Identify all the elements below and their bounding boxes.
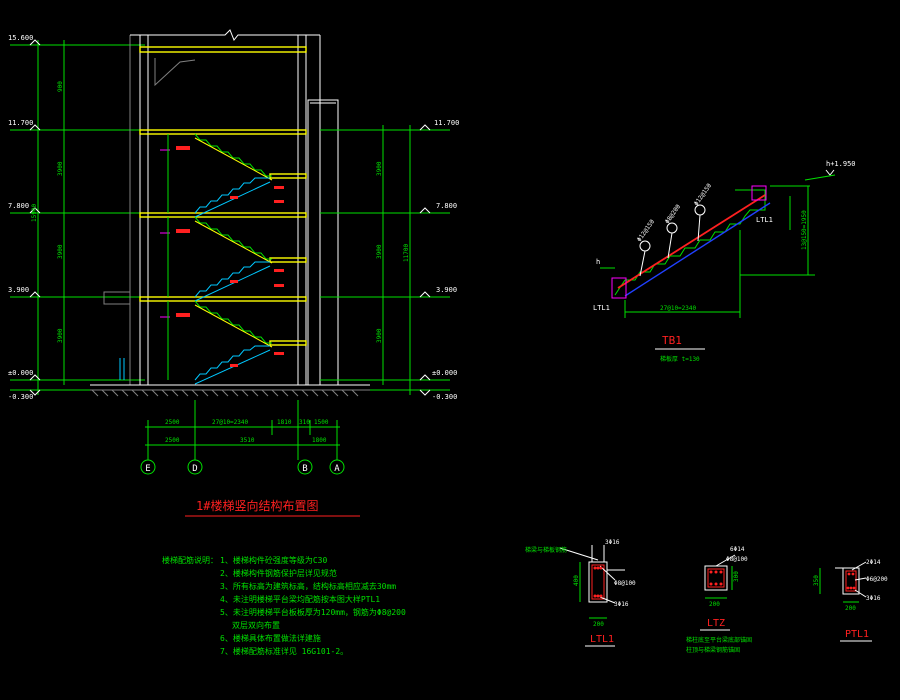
ptl1-height: 350: [813, 575, 820, 586]
ptl1-rebar-dots: [846, 572, 856, 590]
dim-left-3900-b: 3900: [57, 244, 64, 259]
elev-right-0000: ±0.000: [432, 369, 457, 377]
elev-right-neg300: -0.300: [432, 393, 457, 401]
ltl1-bottom-bar: 3Φ16: [614, 601, 629, 608]
elev-right-7800: 7.800: [436, 202, 457, 210]
ptl1-bottom-bar: 3Φ16: [866, 595, 881, 602]
ltz-detail: [704, 554, 736, 599]
right-elevation-marks: [419, 124, 431, 396]
tb1-run-dim: 27@10=2340: [660, 305, 697, 312]
stair-flights: [194, 133, 273, 385]
dim-bottom2-3510: 3510: [240, 437, 255, 444]
dim-bottom-1810: 1810: [277, 419, 292, 426]
elev-left-3900: 3.900: [8, 286, 29, 294]
elev-left-15600: 15.600: [8, 34, 33, 42]
ptl1-detail: [819, 561, 867, 603]
ltz-note-1: 梯柱底至平台梁底部锚固: [686, 636, 752, 644]
elev-left-7800: 7.800: [8, 202, 29, 210]
building-structure: [103, 29, 339, 386]
right-dimension-lines: [320, 125, 450, 395]
axis-b-label: B: [302, 464, 307, 474]
ltl1-width: 200: [593, 621, 604, 628]
dim-left-3900-a: 3900: [57, 161, 64, 176]
dim-right-total: 11700: [403, 244, 410, 262]
dim-bottom-1500: 1500: [314, 419, 329, 426]
elev-left-11700: 11.700: [8, 119, 33, 127]
axis-e-label: E: [145, 464, 150, 474]
dim-right-3900-b: 3900: [376, 244, 383, 259]
dim-left-3900-c: 3900: [57, 328, 64, 343]
notes-heading: 楼梯配筋说明：: [162, 555, 218, 565]
ltz-rebar-dots: [709, 570, 723, 586]
notes-item-7: 7、楼梯配筋标准详见 16G101-2。: [220, 646, 348, 656]
ltz-height: 300: [733, 571, 740, 582]
axis-d-label: D: [192, 464, 197, 474]
tb1-rebar-3: Φ12@150: [693, 182, 713, 207]
tb1-ltl-right: LTL1: [756, 216, 773, 224]
ptl1-stirrup: Φ6@200: [866, 576, 888, 583]
ltz-stirrup: Φ8@100: [726, 556, 748, 563]
ground-line: [90, 384, 370, 397]
notes-item-6: 6、楼梯具体布置做法详建施: [220, 633, 321, 643]
ltl1-label-top: 梯梁与梯板钢筋: [525, 546, 567, 554]
dim-bottom-2500: 2500: [165, 419, 180, 426]
tb1-subtitle: 梯板厚 t=130: [660, 355, 700, 363]
tb1-level: h+1.950: [826, 160, 856, 168]
beam-markers: [176, 146, 284, 367]
dim-left-total: 15900: [31, 204, 38, 222]
ltl1-stirrup: Φ8@100: [614, 580, 636, 587]
elev-left-neg300: -0.300: [8, 393, 33, 401]
notes-item-2: 2、楼梯构件钢筋保护层详见规范: [220, 568, 337, 578]
floor-slabs: [139, 46, 307, 346]
notes-item-5b: 双层双向布置: [232, 620, 280, 630]
ptl1-width: 200: [845, 605, 856, 612]
dim-bottom-310: 310: [299, 419, 310, 426]
notes-item-1: 1、楼梯构件砼强度等级为C30: [220, 555, 327, 565]
ltl1-title: LTL1: [590, 634, 614, 645]
left-elevation-marks: [29, 39, 41, 396]
main-title: 1#楼梯竖向结构布置图: [196, 498, 318, 513]
ltz-note-2: 柱顶与梯梁钢筋锚固: [686, 646, 740, 654]
dim-left-900: 900: [57, 81, 64, 92]
dim-bottom-run: 27@10=2340: [212, 419, 249, 426]
dim-bottom2-1800: 1800: [312, 437, 327, 444]
axis-a-label: A: [334, 464, 340, 474]
tb1-h: h: [596, 258, 600, 266]
bottom-dimension-lines: [145, 400, 340, 460]
ltl1-detail: [559, 545, 625, 619]
ltl1-height: 400: [573, 575, 580, 586]
ptl1-top-bar: 2Φ14: [866, 559, 881, 566]
elev-right-11700: 11.700: [434, 119, 459, 127]
ltl1-rebar-dots: [593, 566, 603, 598]
ltz-top-bar: 6Φ14: [730, 546, 745, 553]
ptl1-title: PTL1: [845, 629, 869, 640]
elev-right-3900: 3.900: [436, 286, 457, 294]
tb1-ltl-left: LTL1: [593, 304, 610, 312]
ltz-title: LTZ: [707, 618, 725, 629]
tb1-rebar-2: Φ8@200: [664, 203, 682, 225]
ltz-width: 200: [709, 601, 720, 608]
notes-item-5: 5、未注明楼梯平台板板厚为120mm，钢筋为Φ8@200: [220, 607, 406, 617]
tb1-title: TB1: [662, 334, 682, 347]
notes-item-4: 4、未注明楼梯平台梁均配筋按本图大样PTL1: [220, 594, 380, 604]
left-dimension-lines: [10, 40, 145, 395]
dim-right-3900-c: 3900: [376, 328, 383, 343]
elev-left-0000: ±0.000: [8, 369, 33, 377]
tb1-drawing: [600, 169, 836, 318]
tb1-rise-dim: 13@150=1950: [801, 210, 808, 250]
dim-bottom2-2500: 2500: [165, 437, 180, 444]
notes-item-3: 3、所有标高为建筑标高，结构标高相应减去30mm: [220, 581, 396, 591]
axis-bubbles: [140, 459, 345, 475]
ltl1-top-bar: 3Φ16: [605, 539, 620, 546]
dim-right-3900-a: 3900: [376, 161, 383, 176]
tb1-rebar-1: Φ12@150: [636, 218, 656, 243]
